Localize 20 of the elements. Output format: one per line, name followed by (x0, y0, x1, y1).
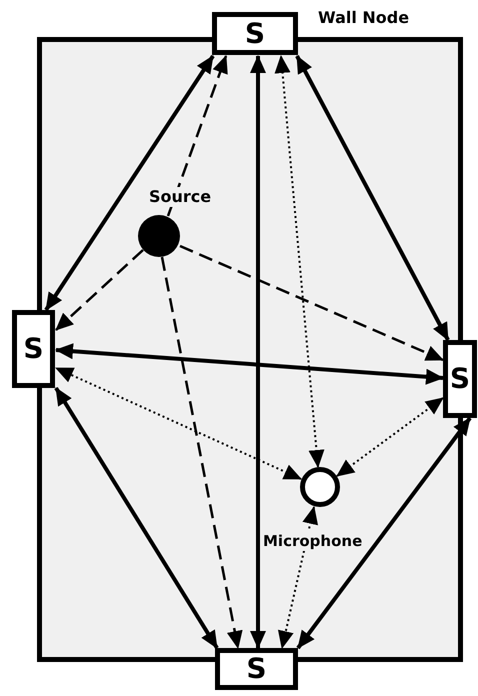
wall-node-box: S (443, 340, 477, 418)
node-label: Microphone (262, 531, 364, 551)
arrow (44, 54, 215, 312)
arrow (296, 416, 472, 650)
arrow (250, 55, 266, 649)
arrow (55, 249, 144, 331)
node-label: Source (148, 187, 212, 207)
arrow (55, 343, 444, 385)
wall-node-box: S (12, 310, 55, 388)
arrow (54, 386, 219, 650)
arrow (295, 55, 450, 341)
arrow (166, 55, 228, 216)
wall-node-box: S (215, 648, 298, 690)
arrow (160, 256, 243, 649)
arrow (274, 55, 324, 468)
node-caption: Wall Node (318, 7, 410, 29)
arrow (278, 506, 318, 649)
arrow (55, 367, 302, 480)
arrow (180, 244, 444, 362)
wall-node-box: S (212, 12, 298, 55)
